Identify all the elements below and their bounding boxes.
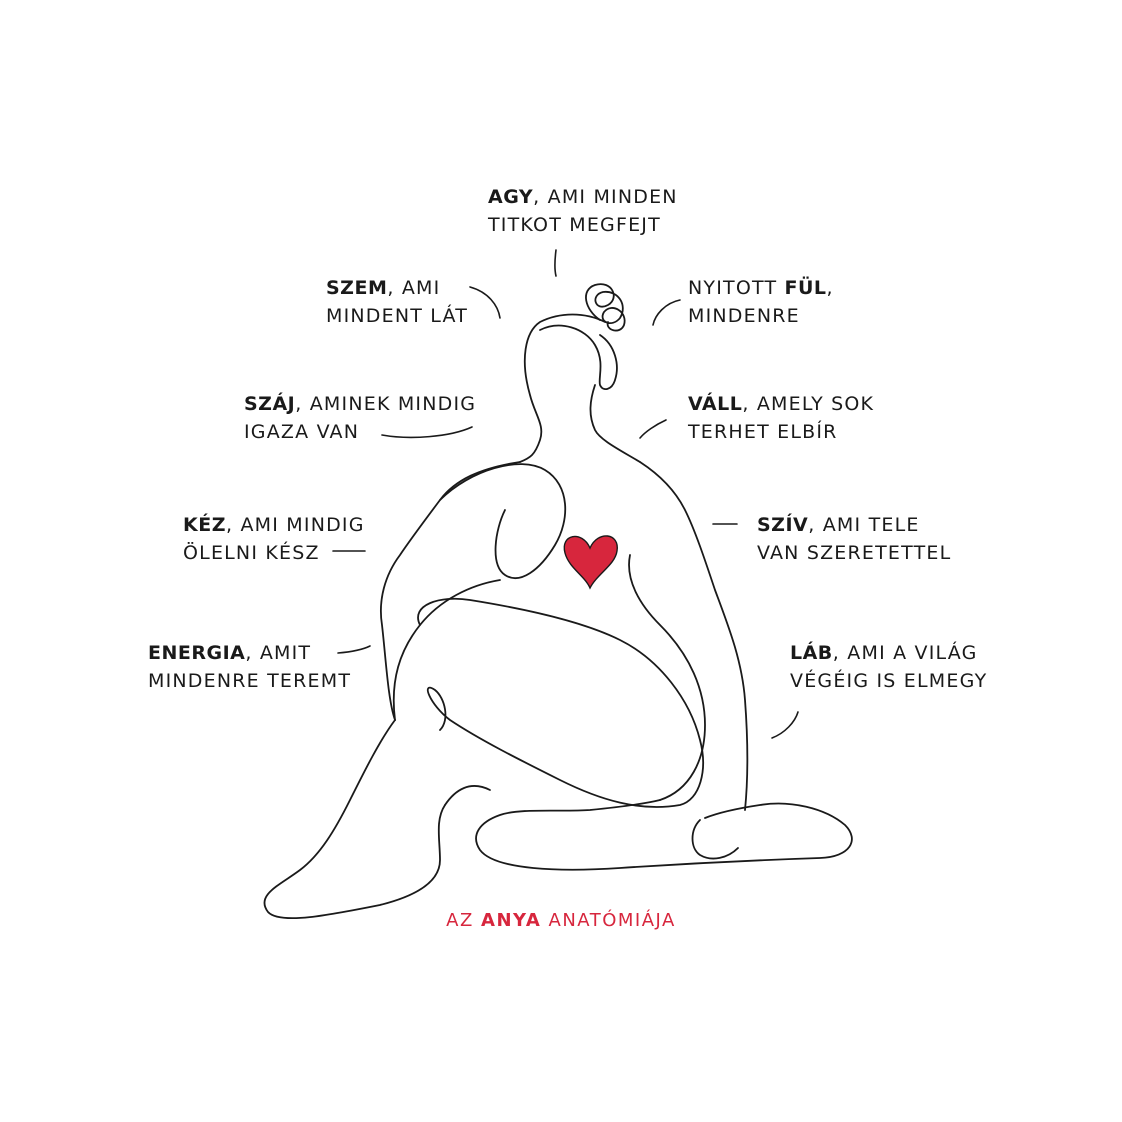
- face-inner: [539, 324, 618, 391]
- toes: [691, 819, 739, 860]
- leader-lab: [771, 711, 799, 739]
- label-energia-rest: , AMIT: [245, 642, 312, 664]
- label-energia: ENERGIA, AMIT MINDENRE TEREMT: [148, 639, 351, 695]
- label-szaj-line2: IGAZA VAN: [244, 421, 360, 443]
- right-shoulder: [639, 461, 749, 811]
- leader-szaj: [381, 426, 473, 439]
- label-ful-pre: NYITOTT: [688, 277, 785, 299]
- neck-right: [589, 384, 641, 463]
- front-leg: [475, 799, 853, 871]
- footer-pre: AZ: [446, 910, 482, 931]
- label-vall-rest: , AMELY SOK: [742, 393, 875, 415]
- head-outline: [519, 313, 606, 463]
- label-kez-line2: ÖLELNI KÉSZ: [183, 542, 320, 564]
- label-energia-line2: MINDENRE TEREMT: [148, 670, 352, 692]
- label-szaj-bold: SZÁJ: [244, 393, 296, 415]
- label-ful-line2: MINDENRE: [688, 305, 800, 327]
- footer-title: AZ ANYA ANATÓMIÁJA: [0, 910, 1122, 931]
- arm-down: [392, 579, 501, 721]
- label-vall: VÁLL, AMELY SOK TERHET ELBÍR: [688, 390, 874, 446]
- label-agy-rest: , AMI MINDEN: [533, 186, 678, 208]
- leader-agy: [554, 249, 557, 277]
- footer-post: ANATÓMIÁJA: [541, 910, 676, 931]
- label-sziv-line2: VAN SZERETETTEL: [757, 542, 952, 564]
- label-ful-bold: FÜL: [784, 277, 827, 299]
- label-szem-rest: , AMI: [387, 277, 441, 299]
- label-kez-bold: KÉZ: [183, 514, 226, 536]
- label-kez-rest: , AMI MINDIG: [225, 514, 365, 536]
- label-kez: KÉZ, AMI MINDIG ÖLELNI KÉSZ: [183, 511, 365, 567]
- label-lab: LÁB, AMI A VILÁG VÉGÉIG IS ELMEGY: [790, 639, 987, 695]
- left-arm: [439, 463, 567, 580]
- label-agy-bold: AGY: [488, 186, 534, 208]
- leader-ful: [652, 299, 681, 326]
- label-szaj: SZÁJ, AMINEK MINDIG IGAZA VAN: [244, 390, 476, 446]
- footer-bold: ANYA: [481, 910, 542, 931]
- label-lab-rest: , AMI A VILÁG: [832, 642, 978, 664]
- heart-icon: [563, 535, 618, 590]
- leader-szem: [469, 286, 501, 319]
- label-szaj-rest: , AMINEK MINDIG: [295, 393, 477, 415]
- label-sziv: SZÍV, AMI TELE VAN SZERETETTEL: [757, 511, 951, 567]
- label-sziv-bold: SZÍV: [757, 514, 809, 536]
- left-shoulder: [380, 461, 521, 721]
- label-lab-line2: VÉGÉIG IS ELMEGY: [790, 670, 988, 692]
- leader-vall: [639, 419, 667, 439]
- label-energia-bold: ENERGIA: [148, 642, 246, 664]
- label-ful: NYITOTT FÜL, MINDENRE: [688, 274, 834, 330]
- label-agy: AGY, AMI MINDEN TITKOT MEGFEJT: [488, 183, 678, 239]
- label-szem: SZEM, AMI MINDENT LÁT: [326, 274, 468, 330]
- leader-energia: [337, 645, 371, 654]
- label-ful-rest: ,: [826, 277, 834, 299]
- label-szem-line2: MINDENT LÁT: [326, 305, 469, 327]
- label-agy-line2: TITKOT MEGFEJT: [488, 214, 661, 236]
- hair-bun: [585, 283, 626, 332]
- back-leg: [263, 719, 446, 920]
- label-szem-bold: SZEM: [326, 277, 388, 299]
- label-lab-bold: LÁB: [790, 642, 833, 664]
- bent-knee: [417, 597, 704, 808]
- torso-right: [628, 554, 706, 801]
- label-sziv-rest: , AMI TELE: [808, 514, 920, 536]
- seat-line: [444, 785, 491, 806]
- label-vall-bold: VÁLL: [688, 393, 743, 415]
- label-vall-line2: TERHET ELBÍR: [688, 421, 838, 443]
